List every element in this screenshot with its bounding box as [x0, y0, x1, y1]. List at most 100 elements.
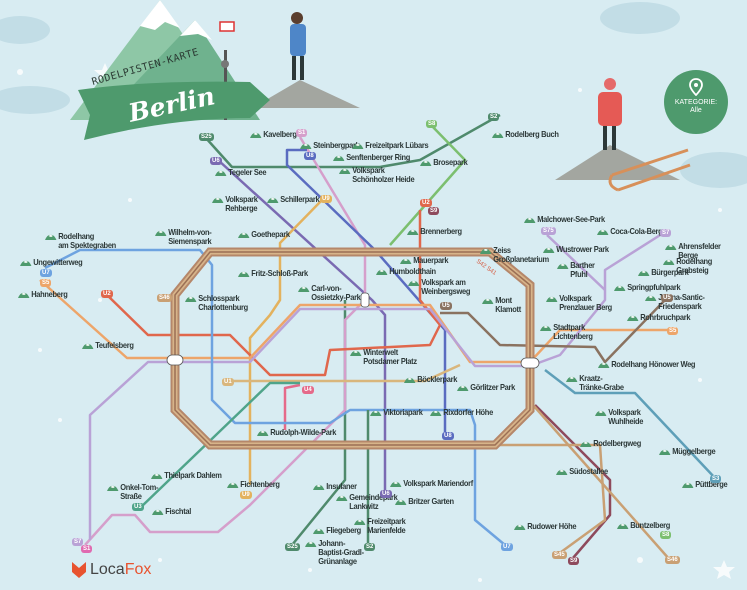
- park-marker[interactable]: Volkspark Rehberge: [212, 195, 258, 213]
- park-marker[interactable]: Jelena-Santic-Friedenspark: [645, 293, 735, 311]
- line-badge-s2[interactable]: S2: [364, 543, 376, 551]
- park-marker[interactable]: Fichtenberg: [227, 480, 280, 489]
- park-marker[interactable]: Johann- Baptist-Gradl- Grünanlage: [305, 539, 364, 566]
- line-badge-u3[interactable]: U3: [132, 503, 144, 511]
- park-marker[interactable]: Coca-Cola-Berg: [597, 227, 663, 236]
- locafox-logo[interactable]: LocaFox: [72, 561, 151, 579]
- park-marker[interactable]: Freizeitpark Marienfelde: [354, 517, 406, 535]
- line-badge-s25[interactable]: S25: [199, 133, 214, 141]
- park-marker[interactable]: Goethepark: [238, 230, 290, 239]
- park-marker[interactable]: Wustrower Park: [543, 245, 609, 254]
- park-marker[interactable]: Volkspark Wuhlheide: [595, 408, 643, 426]
- park-marker[interactable]: Fritz-Schloß-Park: [238, 269, 308, 278]
- park-marker[interactable]: Fliegeberg: [313, 526, 361, 535]
- park-marker[interactable]: Rudolph-Wilde-Park: [257, 428, 336, 437]
- park-marker[interactable]: Buntzelberg: [617, 521, 670, 530]
- category-filter-button[interactable]: KATEGORIE: Alle: [664, 70, 728, 134]
- line-badge-s5[interactable]: S5: [40, 279, 52, 287]
- park-marker[interactable]: Ahrensfelder Berge: [665, 242, 737, 260]
- park-marker[interactable]: Springpfuhlpark: [614, 282, 681, 292]
- park-marker[interactable]: Zeiss Großplanetarium: [480, 246, 549, 264]
- park-marker[interactable]: Rodelhang Grabsteig: [663, 257, 737, 275]
- park-marker[interactable]: Winterwelt Potsdamer Platz: [350, 348, 417, 366]
- park-marker[interactable]: Onkel-Tom- Straße: [107, 483, 158, 501]
- park-marker[interactable]: Viktoriapark: [370, 408, 423, 417]
- line-badge-u1[interactable]: U1: [222, 378, 234, 386]
- park-marker[interactable]: Gemeindepark Lankwitz: [336, 493, 398, 511]
- park-marker[interactable]: Rohrbruchpark: [627, 313, 691, 322]
- line-badge-s7[interactable]: S7: [660, 229, 672, 237]
- line-badge-u9[interactable]: U9: [240, 491, 252, 499]
- park-marker[interactable]: Thielpark Dahlem: [151, 471, 222, 480]
- line-badge-s46[interactable]: S46: [157, 294, 172, 302]
- line-badge-u2[interactable]: U2: [101, 290, 113, 298]
- line-badge-s46[interactable]: S46: [665, 556, 680, 564]
- park-marker[interactable]: Senftenberger Ring: [333, 153, 410, 162]
- park-marker[interactable]: Böcklerpark: [404, 375, 457, 384]
- line-badge-u7[interactable]: U7: [40, 269, 52, 277]
- park-marker[interactable]: Rudower Höhe: [514, 522, 577, 531]
- park-marker[interactable]: Volkspark Prenzlauer Berg: [546, 294, 612, 312]
- line-badge-s1[interactable]: S1: [296, 129, 308, 137]
- line-badge-s2[interactable]: S2: [488, 113, 500, 121]
- park-marker[interactable]: Steinbergpark: [300, 141, 360, 150]
- park-marker[interactable]: Südostallee: [556, 467, 608, 476]
- line-badge-u6[interactable]: U6: [380, 490, 392, 498]
- park-marker[interactable]: Mont Klamott: [482, 296, 521, 314]
- park-marker[interactable]: Humboldthain: [376, 267, 436, 276]
- park-marker[interactable]: Volkspark Mariendorf: [390, 479, 473, 488]
- line-badge-s3[interactable]: S3: [710, 475, 722, 483]
- park-marker[interactable]: Teufelsberg: [82, 341, 134, 350]
- line-badge-s8[interactable]: S8: [426, 120, 438, 128]
- park-marker[interactable]: Volkspark am Weinbergsweg: [408, 278, 470, 296]
- park-marker[interactable]: Rodelbergweg: [580, 439, 641, 448]
- park-marker[interactable]: Kraatz- Tränke-Grabe: [566, 374, 624, 392]
- line-badge-u9[interactable]: U9: [320, 195, 332, 203]
- park-marker[interactable]: Kavelberg: [250, 130, 297, 139]
- park-marker[interactable]: Görlitzer Park: [457, 383, 515, 392]
- line-badge-s75[interactable]: S75: [541, 227, 556, 235]
- park-marker[interactable]: Ungewitterweg: [20, 258, 83, 267]
- line-badge-s45[interactable]: S45: [552, 551, 567, 559]
- line-badge-u8[interactable]: U8: [442, 432, 454, 440]
- park-marker[interactable]: Rodelberg Buch: [492, 130, 559, 139]
- park-marker[interactable]: Hahneberg: [18, 290, 68, 299]
- park-marker[interactable]: Carl-von- Ossietzky-Park: [298, 284, 361, 302]
- park-marker[interactable]: Brosepark: [420, 158, 468, 167]
- park-marker[interactable]: Malchower-See-Park: [524, 215, 605, 224]
- line-badge-u5[interactable]: U5: [440, 302, 452, 310]
- park-marker[interactable]: Rodelhang Hönower Weg: [598, 360, 696, 369]
- park-marker[interactable]: Müggelberge: [659, 447, 716, 456]
- line-badge-s9[interactable]: S9: [428, 207, 440, 215]
- line-badge-u2[interactable]: U2: [420, 199, 432, 207]
- park-marker[interactable]: Fischtal: [152, 507, 191, 516]
- line-badge-u5[interactable]: U5: [661, 294, 673, 302]
- line-badge-s5[interactable]: S5: [667, 327, 679, 335]
- park-marker[interactable]: Wilhelm-von- Siemenspark: [155, 228, 212, 246]
- park-marker[interactable]: Volkspark Schönholzer Heide: [339, 166, 415, 184]
- line-badge-s8[interactable]: S8: [660, 531, 672, 539]
- park-marker[interactable]: Tegeler See: [215, 168, 267, 177]
- park-marker[interactable]: Brennerberg: [407, 227, 462, 236]
- line-badge-s9[interactable]: S9: [568, 557, 580, 565]
- park-marker[interactable]: Rodelhang am Spektegraben: [45, 232, 116, 250]
- line-badge-u6[interactable]: U6: [210, 157, 222, 165]
- line-badge-s7[interactable]: S7: [72, 538, 84, 546]
- park-marker[interactable]: Freizeitpark Lübars: [352, 141, 429, 150]
- park-marker[interactable]: Rixdorfer Höhe: [430, 408, 493, 417]
- park-marker[interactable]: Schillerpark: [267, 195, 320, 204]
- park-marker[interactable]: Insulaner: [313, 482, 357, 491]
- park-marker[interactable]: Bürgerpark: [638, 268, 689, 277]
- park-marker[interactable]: Britzer Garten: [395, 497, 454, 506]
- park-marker[interactable]: Schlosspark Charlottenburg: [185, 294, 248, 312]
- park-marker[interactable]: Mauerpark: [400, 256, 449, 265]
- park-name: Springpfuhlpark: [627, 282, 681, 292]
- park-marker[interactable]: Barther Pfuhl: [557, 261, 595, 279]
- line-badge-s25[interactable]: S25: [285, 543, 300, 551]
- line-badge-s1[interactable]: S1: [81, 545, 93, 553]
- line-badge-u4[interactable]: U4: [302, 386, 314, 394]
- park-marker[interactable]: Stadtpark Lichtenberg: [540, 323, 593, 341]
- line-badge-u8[interactable]: U8: [304, 152, 316, 160]
- line-badge-u7[interactable]: U7: [501, 543, 513, 551]
- park-marker[interactable]: Püttberge: [682, 480, 728, 489]
